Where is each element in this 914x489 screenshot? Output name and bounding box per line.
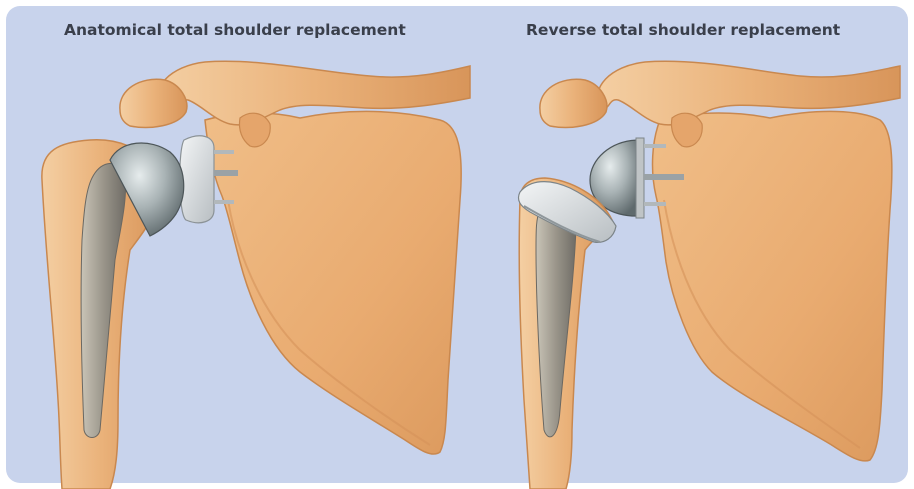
right-scapula bbox=[653, 111, 892, 460]
left-scapula bbox=[205, 111, 461, 454]
